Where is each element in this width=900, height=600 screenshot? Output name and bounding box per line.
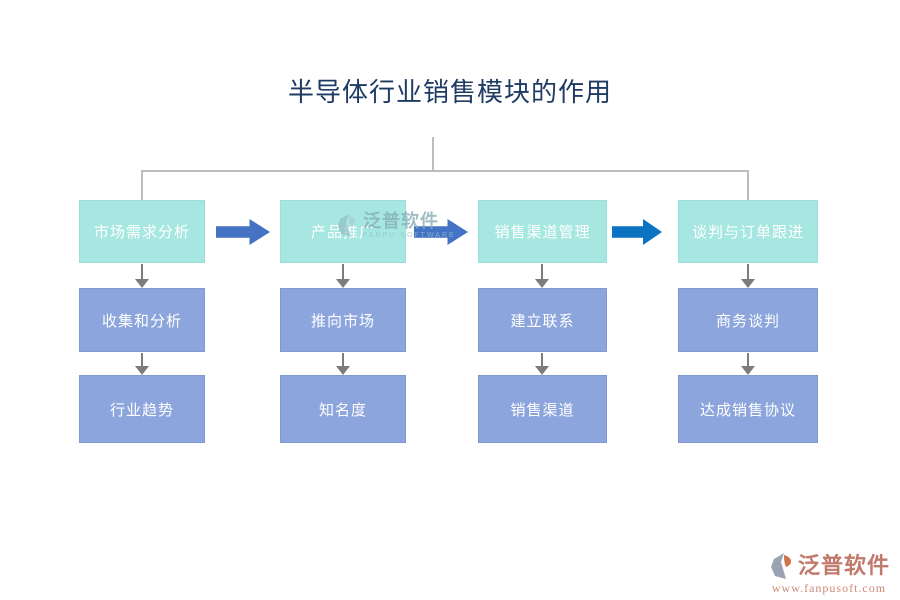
connector-stem-line — [432, 137, 434, 171]
connector-right-drop-line — [747, 171, 749, 201]
arrow-shaft — [747, 353, 749, 367]
right-arrow-icon — [612, 219, 662, 245]
down-arrow-icon — [741, 264, 755, 288]
arrow-tip — [336, 366, 350, 375]
down-arrow-icon — [535, 353, 549, 375]
column1-step2-box: 行业趋势 — [79, 375, 205, 443]
arrow-shaft — [141, 353, 143, 367]
column4-header-box: 谈判与订单跟进 — [678, 200, 818, 263]
down-arrow-icon — [336, 353, 350, 375]
arrow-tip — [741, 366, 755, 375]
down-arrow-icon — [135, 264, 149, 288]
brand-block: 泛普软件 www.fanpusoft.com — [768, 551, 890, 594]
down-arrow-icon — [535, 264, 549, 288]
right-arrow-icon — [414, 219, 468, 245]
arrow-tip — [535, 366, 549, 375]
column4-step1-box: 商务谈判 — [678, 288, 818, 352]
arrow-shaft — [541, 264, 543, 280]
column3-header-box: 销售渠道管理 — [478, 200, 607, 263]
column2-step1-box: 推向市场 — [280, 288, 406, 352]
column2-step2-box: 知名度 — [280, 375, 406, 443]
column3-step1-box: 建立联系 — [478, 288, 607, 352]
page-title: 半导体行业销售模块的作用 — [287, 78, 612, 107]
fanpu-logo-icon — [770, 553, 792, 579]
column4-step2-box: 达成销售协议 — [678, 375, 818, 443]
arrow-tip — [135, 279, 149, 288]
arrow-tip — [741, 279, 755, 288]
connector-left-drop-line — [141, 171, 143, 201]
arrow-shaft — [342, 264, 344, 280]
connector-horizontal-line — [141, 170, 749, 172]
arrow-tip — [135, 366, 149, 375]
arrow-tip — [336, 279, 350, 288]
brand-name: 泛普软件 — [797, 553, 890, 578]
arrow-tip — [535, 279, 549, 288]
arrow-shaft — [747, 264, 749, 280]
brand-row: 泛普软件 — [768, 551, 890, 581]
down-arrow-icon — [135, 353, 149, 375]
arrow-shaft — [342, 353, 344, 367]
down-arrow-icon — [336, 264, 350, 288]
down-arrow-icon — [741, 353, 755, 375]
right-arrow-icon — [216, 219, 270, 245]
column3-step2-box: 销售渠道 — [478, 375, 607, 443]
column1-step1-box: 收集和分析 — [79, 288, 205, 352]
column2-header-box: 产品推广 — [280, 200, 406, 263]
arrow-shaft — [541, 353, 543, 367]
arrow-shaft — [141, 264, 143, 280]
brand-url: www.fanpusoft.com — [771, 581, 887, 595]
column1-header-box: 市场需求分析 — [79, 200, 205, 263]
